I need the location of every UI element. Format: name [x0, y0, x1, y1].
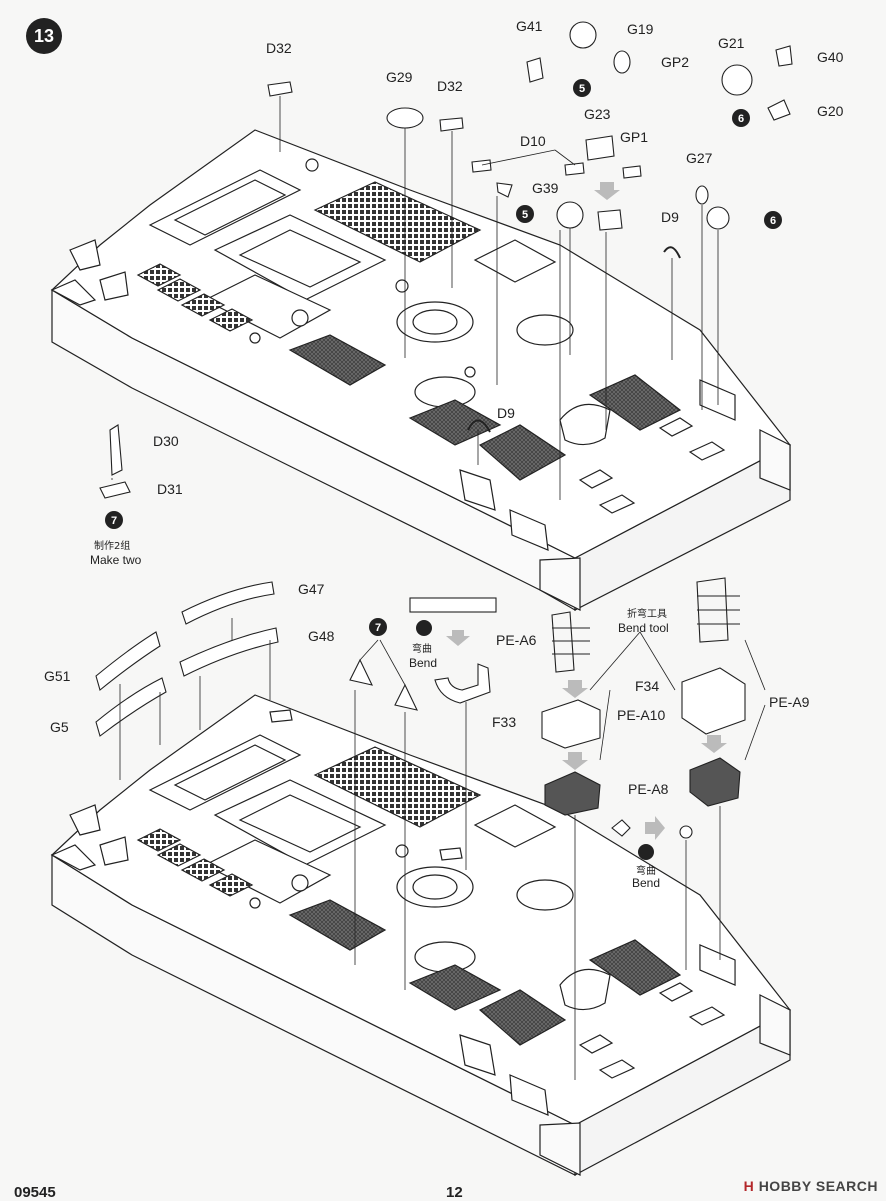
label-g27: G27	[686, 150, 713, 166]
step-number-badge: 13	[26, 18, 62, 54]
label-g39: G39	[532, 180, 559, 196]
label-g20: G20	[817, 103, 844, 119]
top-parts	[99, 21, 793, 499]
label-g48: G48	[308, 628, 335, 644]
guide-lines-bottom	[119, 618, 766, 1080]
sub-step-badges: 5 5 6 6 7 7	[105, 79, 782, 860]
label-g41: G41	[516, 18, 543, 34]
arrow-icons	[446, 182, 727, 840]
substep-7-a: 7	[111, 515, 117, 527]
guide-lines-top	[111, 96, 719, 500]
kit-number: 09545	[14, 1184, 56, 1201]
labels-top: D32 G29 D32 G41 G19 GP2 G21 G40 G20 G23 …	[90, 18, 844, 567]
label-g19: G19	[627, 21, 654, 37]
label-g21: G21	[718, 35, 745, 51]
substep-7-b: 7	[375, 622, 381, 634]
hull-bottom	[50, 694, 791, 1177]
substep-6-b: 6	[770, 215, 776, 227]
label-d9-a: D9	[661, 209, 679, 225]
label-d32-b: D32	[437, 78, 463, 94]
label-gp2: GP2	[661, 54, 689, 70]
hull-top	[50, 129, 791, 612]
label-d32-a: D32	[266, 40, 292, 56]
label-gp1: GP1	[620, 129, 648, 145]
label-pe-a6: PE-A6	[496, 632, 537, 648]
label-d9-b: D9	[497, 405, 515, 421]
bend-cn-a: 弯曲	[412, 642, 432, 655]
bottom-parts	[95, 577, 746, 986]
label-f34: F34	[635, 678, 659, 694]
label-pe-a10: PE-A10	[617, 707, 665, 723]
label-g23: G23	[584, 106, 611, 122]
watermark-logo: H	[743, 1178, 755, 1194]
label-g5: G5	[50, 719, 69, 735]
substep-6-a: 6	[738, 113, 744, 125]
label-d31: D31	[157, 481, 183, 497]
label-d10: D10	[520, 133, 546, 149]
label-g51: G51	[44, 668, 71, 684]
bend-en-b: Bend	[632, 876, 660, 890]
label-f33: F33	[492, 714, 516, 730]
substep-5-b: 5	[522, 209, 528, 221]
label-g40: G40	[817, 49, 844, 65]
watermark-text: HOBBY SEARCH	[758, 1178, 878, 1194]
bend-tool-cn: 折弯工具	[627, 607, 667, 620]
label-g47: G47	[298, 581, 325, 597]
label-pe-a9: PE-A9	[769, 694, 810, 710]
label-d30: D30	[153, 433, 179, 449]
bend-tool-en: Bend tool	[618, 621, 669, 635]
page-number: 12	[446, 1184, 463, 1201]
make-two-en: Make two	[90, 553, 142, 567]
label-pe-a8: PE-A8	[628, 781, 669, 797]
label-g29: G29	[386, 69, 413, 85]
bend-en-a: Bend	[409, 656, 437, 670]
labels-bottom: G47 G48 G51 G5 PE-A6 弯曲 Bend 折弯工具 Bend t…	[44, 581, 810, 890]
watermark: H HOBBY SEARCH	[744, 1178, 878, 1194]
bend-cn-b: 弯曲	[636, 864, 656, 877]
make-two-cn: 制作2组	[94, 539, 130, 552]
substep-5-a: 5	[579, 83, 585, 95]
